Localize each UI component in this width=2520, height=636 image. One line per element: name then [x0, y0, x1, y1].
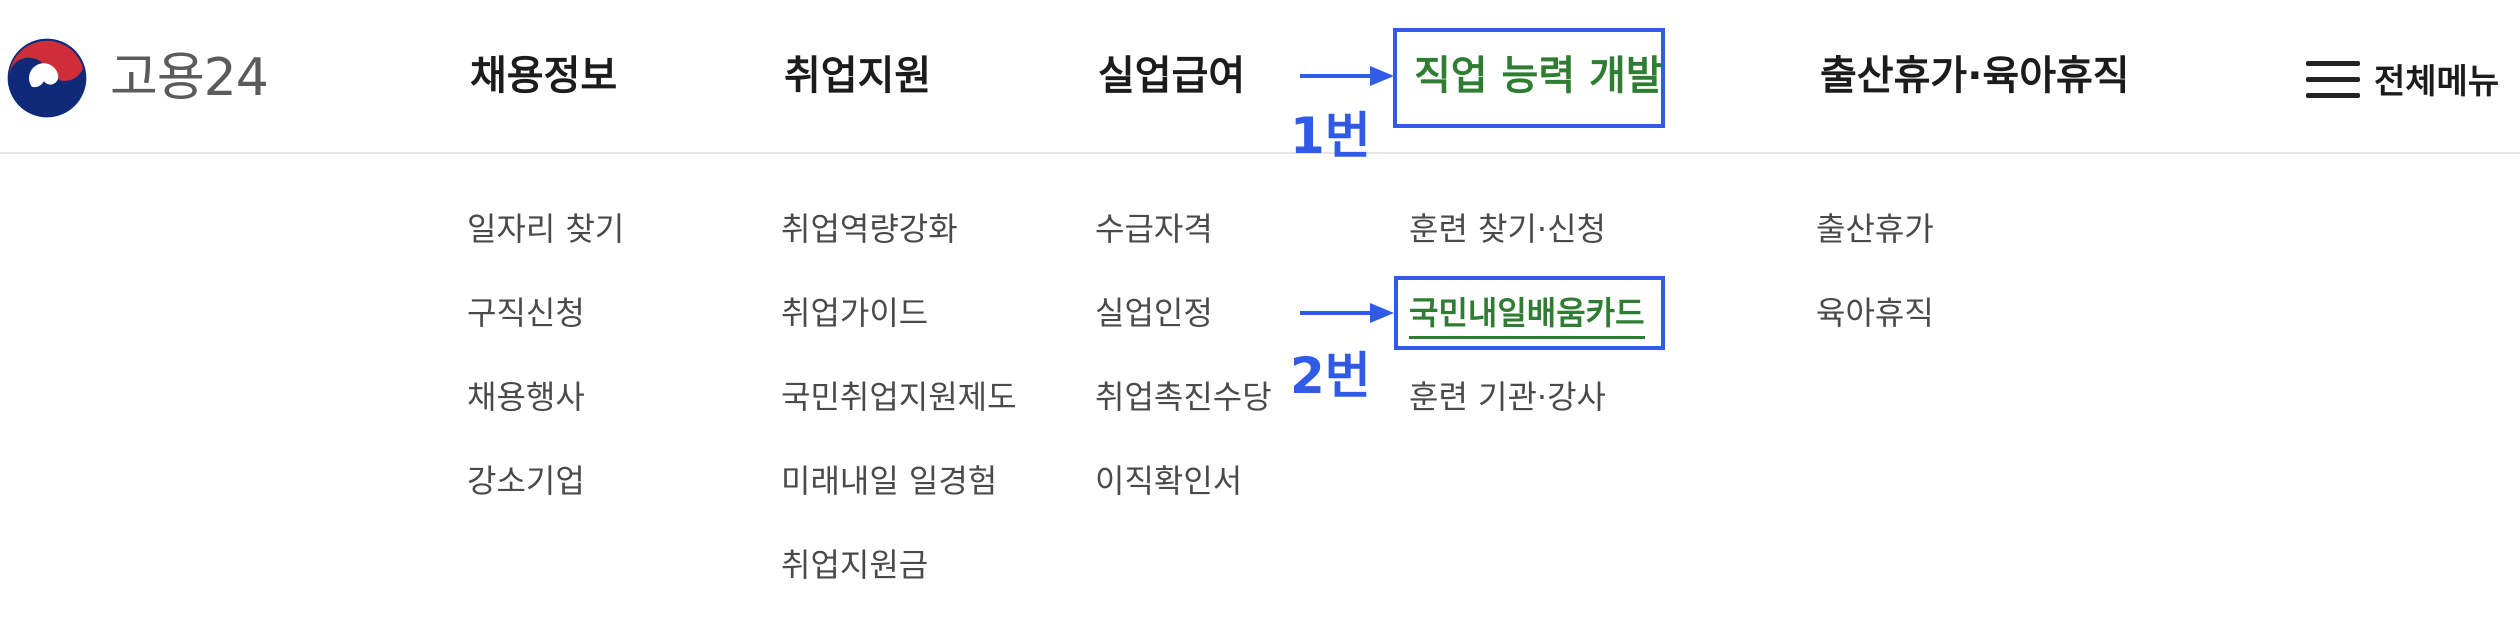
- menu-item-find-training[interactable]: 훈련 찾기·신청: [1409, 210, 1606, 248]
- submenu-job-info: 일자리 찾기 구직신청 채용행사 강소기업: [467, 204, 624, 540]
- highlight-box-step-2: [1394, 276, 1665, 350]
- menu-item-capability-building[interactable]: 취업역량강화: [781, 210, 958, 248]
- menu-item-find-jobs[interactable]: 일자리 찾기: [467, 210, 625, 248]
- menu-item-national-employment-support[interactable]: 국민취업지원제도: [781, 378, 1017, 416]
- arrow-right-icon: [1300, 66, 1394, 86]
- gnb-unemployment-benefit[interactable]: 실업급여: [1098, 53, 1246, 99]
- menu-item-unemployment-recognition[interactable]: 실업인정: [1095, 294, 1213, 332]
- submenu-unemployment-benefit: 수급자격 실업인정 취업촉진수당 이직확인서: [1095, 204, 1272, 540]
- submenu-employment-support: 취업역량강화 취업가이드 국민취업지원제도 미래내일 일경험 취업지원금: [781, 204, 1017, 624]
- logo[interactable]: 고용24: [6, 36, 269, 120]
- menu-item-employment-guide[interactable]: 취업가이드: [781, 294, 929, 332]
- submenu-vocational-training: 훈련 찾기·신청 국민내일배움카드 훈련 기관·강사: [1409, 204, 1645, 456]
- menu-item-training-institutions[interactable]: 훈련 기관·강사: [1409, 378, 1606, 416]
- menu-item-job-application[interactable]: 구직신청: [467, 294, 585, 332]
- all-menu-label: 전체메뉴: [2374, 62, 2500, 102]
- menu-item-maternity-leave[interactable]: 출산휴가: [1816, 210, 1934, 248]
- menu-item-eligibility[interactable]: 수급자격: [1095, 210, 1213, 248]
- step-1-label: 1번: [1290, 107, 1371, 165]
- submenu-maternity-parental-leave: 출산휴가 육아휴직: [1816, 204, 1934, 372]
- menu-item-reemployment-allowance[interactable]: 취업촉진수당: [1095, 378, 1272, 416]
- menu-item-strong-smes[interactable]: 강소기업: [467, 462, 585, 500]
- menu-item-learning-card[interactable]: 국민내일배움카드: [1409, 288, 1645, 372]
- gnb-maternity-parental-leave[interactable]: 출산휴가·육아휴직: [1820, 53, 2130, 99]
- logo-text: 고용24: [110, 48, 269, 108]
- gnb-vocational-training[interactable]: 직업 능력 개발: [1414, 53, 1663, 99]
- menu-item-learning-card-label: 국민내일배움카드: [1409, 294, 1645, 339]
- menu-item-employment-subsidy[interactable]: 취업지원금: [781, 546, 929, 584]
- menu-item-future-work-experience[interactable]: 미래내일 일경험: [781, 462, 998, 500]
- site-header: 고용24 채용정보 취업지원 실업급여 직업 능력 개발 출산휴가·육아휴직 전…: [0, 0, 2520, 154]
- gnb-job-info[interactable]: 채용정보: [470, 53, 618, 99]
- arrow-right-icon: [1300, 303, 1394, 323]
- menu-item-hiring-events[interactable]: 채용행사: [467, 378, 585, 416]
- hamburger-icon: [2306, 59, 2360, 99]
- gnb-employment-support[interactable]: 취업지원: [784, 53, 932, 99]
- menu-item-separation-confirmation[interactable]: 이직확인서: [1095, 462, 1243, 500]
- government-emblem-icon: [7, 38, 87, 118]
- highlight-box-step-1: [1393, 28, 1665, 128]
- menu-item-parental-leave[interactable]: 육아휴직: [1816, 294, 1934, 332]
- all-menu-button[interactable]: 전체메뉴: [2306, 54, 2499, 103]
- step-2-label: 2번: [1290, 347, 1371, 405]
